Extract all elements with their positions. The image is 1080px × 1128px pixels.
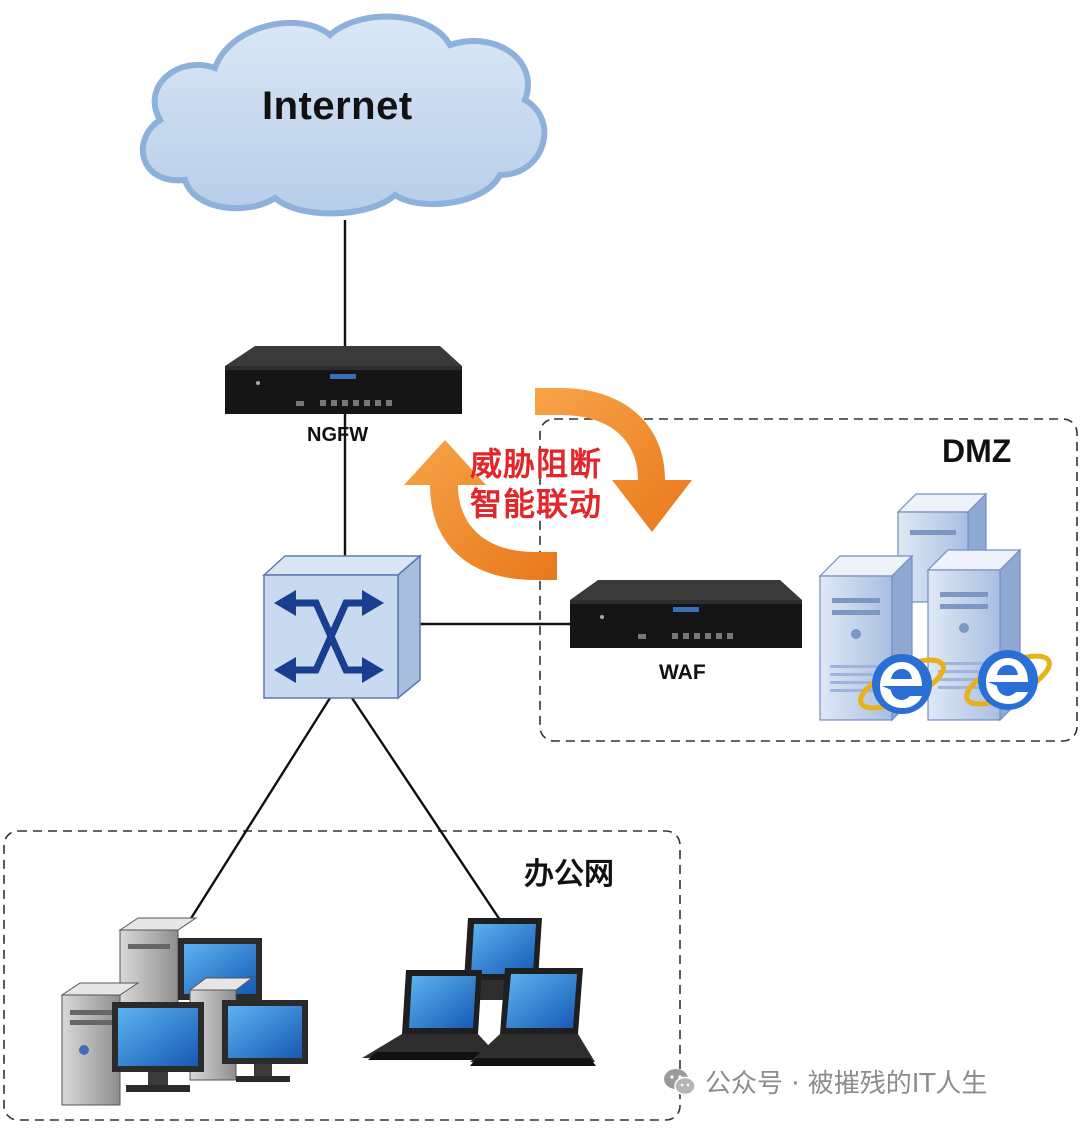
ngfw-appliance [225, 346, 462, 414]
office-laptops [362, 918, 596, 1066]
browser-e-icon [858, 654, 946, 714]
linkage-caption: 威胁阻断 智能联动 [470, 444, 602, 524]
waf-appliance [570, 580, 802, 648]
internet-label: Internet [262, 84, 413, 128]
watermark: 公众号 · 被摧残的IT人生 [663, 1063, 987, 1100]
office-desktops [60, 917, 308, 1106]
browser-e-icon [964, 650, 1052, 710]
dmz-zone-label: DMZ [942, 433, 1012, 469]
ngfw-label: NGFW [307, 424, 369, 446]
watermark-text: 公众号 · 被摧残的IT人生 [705, 1069, 988, 1099]
connection-lines [188, 220, 570, 921]
internet-cloud [139, 13, 548, 217]
link-switch-laptops [351, 697, 501, 921]
office-zone-border [3, 830, 681, 1121]
switch-device [262, 554, 423, 700]
linkage-line-2: 智能联动 [470, 485, 603, 523]
waf-label: WAF [659, 661, 706, 684]
linkage-arrows [404, 388, 692, 580]
office-zone-label: 办公网 [524, 857, 614, 892]
dmz-zone-border [539, 418, 1078, 742]
wechat-icon [664, 1069, 696, 1096]
link-switch-desktops [188, 697, 332, 921]
linkage-line-1: 威胁阻断 [470, 445, 603, 483]
web-server-cluster [818, 492, 1022, 722]
